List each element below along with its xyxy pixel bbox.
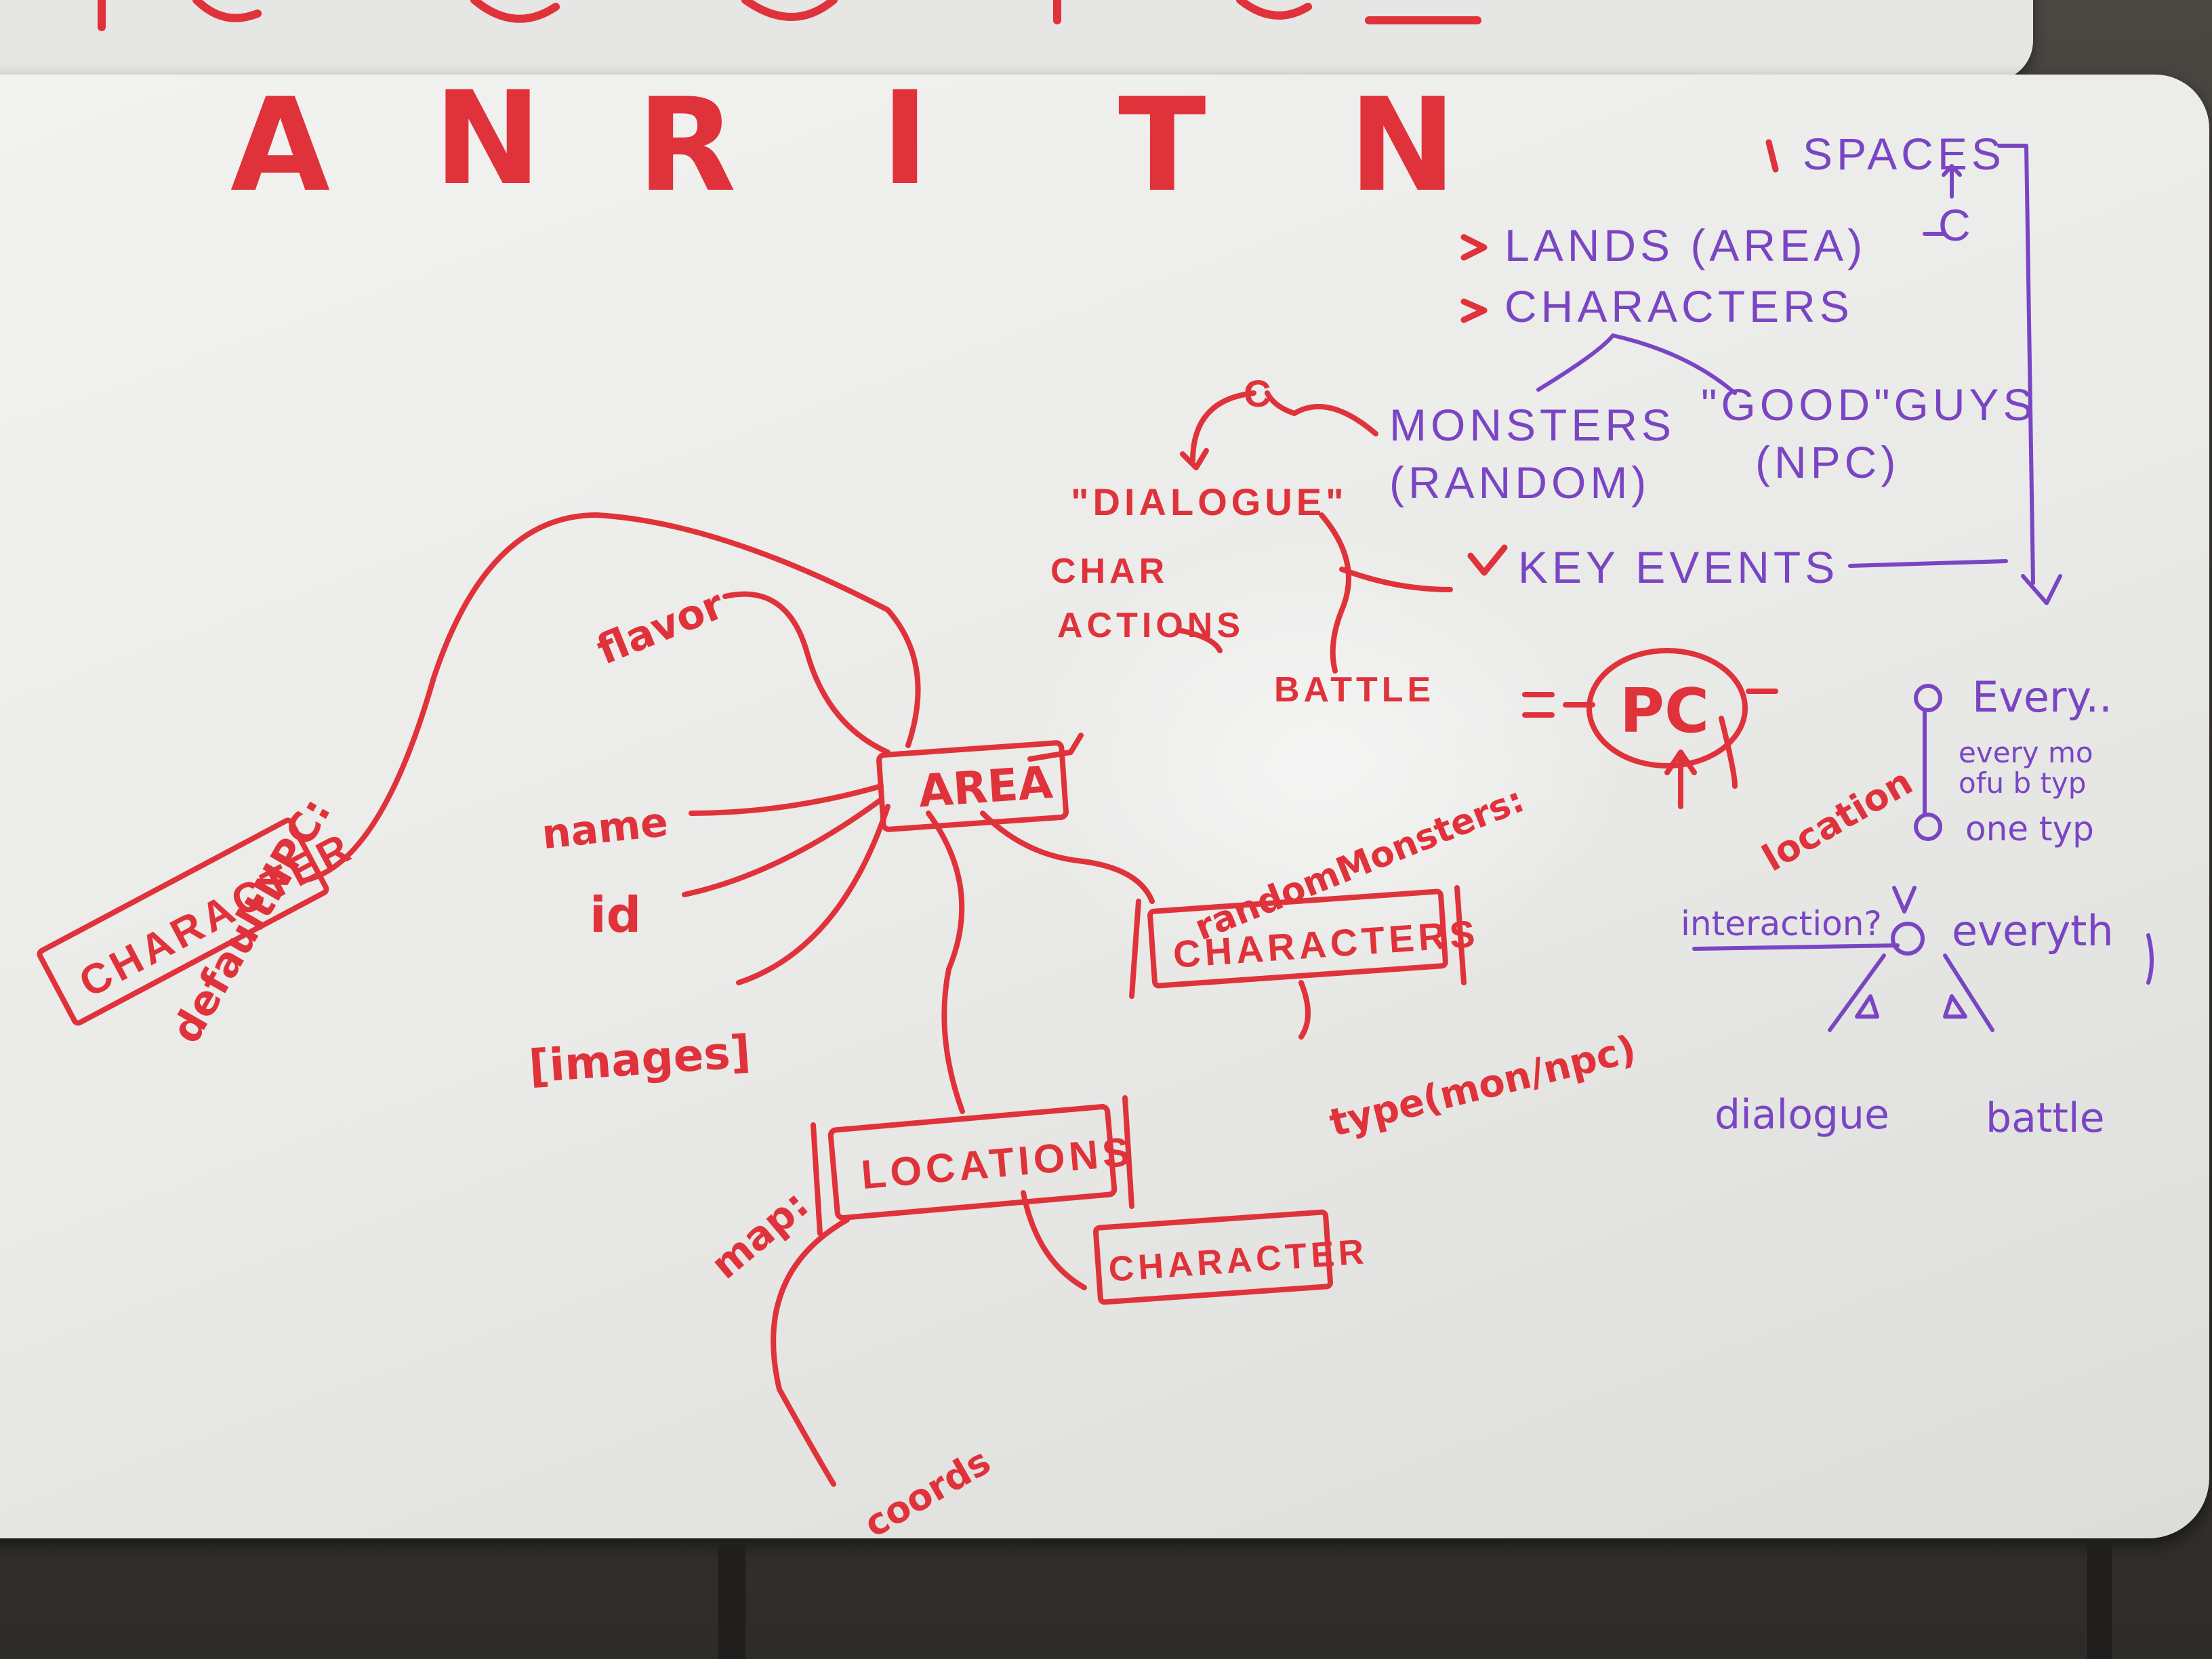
monsters-random-label: (RANDOM) bbox=[1389, 457, 1650, 508]
pc-text: PC location bbox=[1620, 676, 1919, 880]
characters-label: CHARACTERS bbox=[1504, 281, 1853, 331]
images-label: [images] bbox=[527, 1025, 752, 1093]
every-type-label: ofu b typ bbox=[1959, 766, 2086, 800]
id-label: id bbox=[590, 886, 641, 943]
interaction-text: Every.. every mo ofu b typ one typ inter… bbox=[1681, 672, 2114, 1142]
interaction-label: interaction? bbox=[1681, 904, 1882, 943]
spaces-label: SPACES bbox=[1803, 129, 2005, 179]
battle-label: BATTLE bbox=[1274, 670, 1435, 710]
legend-bullets bbox=[1460, 139, 1779, 576]
dialogue-text: C "DIALOGUE" CHAR ACTIONS BATTLE bbox=[1050, 372, 1435, 710]
legend-text: SPACES C LANDS (AREA) CHARACTERS MONSTER… bbox=[1389, 129, 2037, 592]
legend-connectors bbox=[1536, 144, 2154, 1032]
char-label: CHAR bbox=[1050, 552, 1168, 591]
area-connectors bbox=[299, 512, 1738, 1487]
every-label: Every.. bbox=[1972, 672, 2112, 722]
dialogue-c-mark: C bbox=[1244, 372, 1275, 415]
monsters-label: MONSTERS bbox=[1389, 400, 1675, 450]
pc-label: PC bbox=[1620, 676, 1709, 747]
one-type-label: one typ bbox=[1965, 809, 2094, 848]
area-label: AREA bbox=[917, 756, 1054, 818]
coords-label: coords bbox=[857, 1440, 998, 1546]
map-label: map: bbox=[702, 1181, 817, 1288]
upper-whiteboard bbox=[0, 0, 2033, 81]
top-letter: T bbox=[1118, 70, 1206, 220]
dialogue-label: "DIALOGUE" bbox=[1071, 480, 1348, 523]
good-guys-label: "GOOD"GUYS bbox=[1701, 380, 2037, 430]
spaces-c-mark: C bbox=[1938, 200, 1975, 250]
top-letter: N bbox=[434, 64, 541, 213]
top-letter: R bbox=[637, 70, 736, 220]
area-text: AREA flavor name id [images] defaultNPC:… bbox=[72, 581, 1640, 1546]
interaction-battle-label: battle bbox=[1986, 1094, 2105, 1142]
area-boxes bbox=[37, 648, 1778, 1305]
lands-label: LANDS (AREA) bbox=[1504, 220, 1866, 270]
name-label: name bbox=[539, 798, 670, 859]
light-glare bbox=[1017, 529, 1626, 1003]
stand-leg-left bbox=[718, 1545, 745, 1659]
dialogue-connectors bbox=[1176, 390, 1453, 674]
stand-leg-right bbox=[2087, 1538, 2112, 1659]
top-letter: N bbox=[1349, 70, 1456, 220]
flavor-label: flavor bbox=[590, 581, 731, 674]
top-letter: I bbox=[881, 64, 929, 213]
everything-label: everyth bbox=[1952, 906, 2114, 956]
every-mo-label: every mo bbox=[1959, 736, 2093, 769]
interaction-circles bbox=[1891, 684, 1942, 956]
upper-board-strokes bbox=[98, 0, 1481, 31]
top-letter: A bbox=[230, 70, 330, 220]
actions-label: ACTIONS bbox=[1057, 606, 1244, 645]
location-label: location bbox=[1755, 760, 1920, 880]
type-label: type(mon/npc) bbox=[1326, 1027, 1641, 1145]
locations-label: LOCATIONS bbox=[859, 1128, 1135, 1197]
good-guys-npc-label: (NPC) bbox=[1755, 437, 1900, 487]
key-events-label: KEY EVENTS bbox=[1518, 542, 1839, 592]
top-letters: A N R I T N bbox=[230, 64, 1456, 220]
interaction-dialogue-label: dialogue bbox=[1715, 1091, 1889, 1139]
